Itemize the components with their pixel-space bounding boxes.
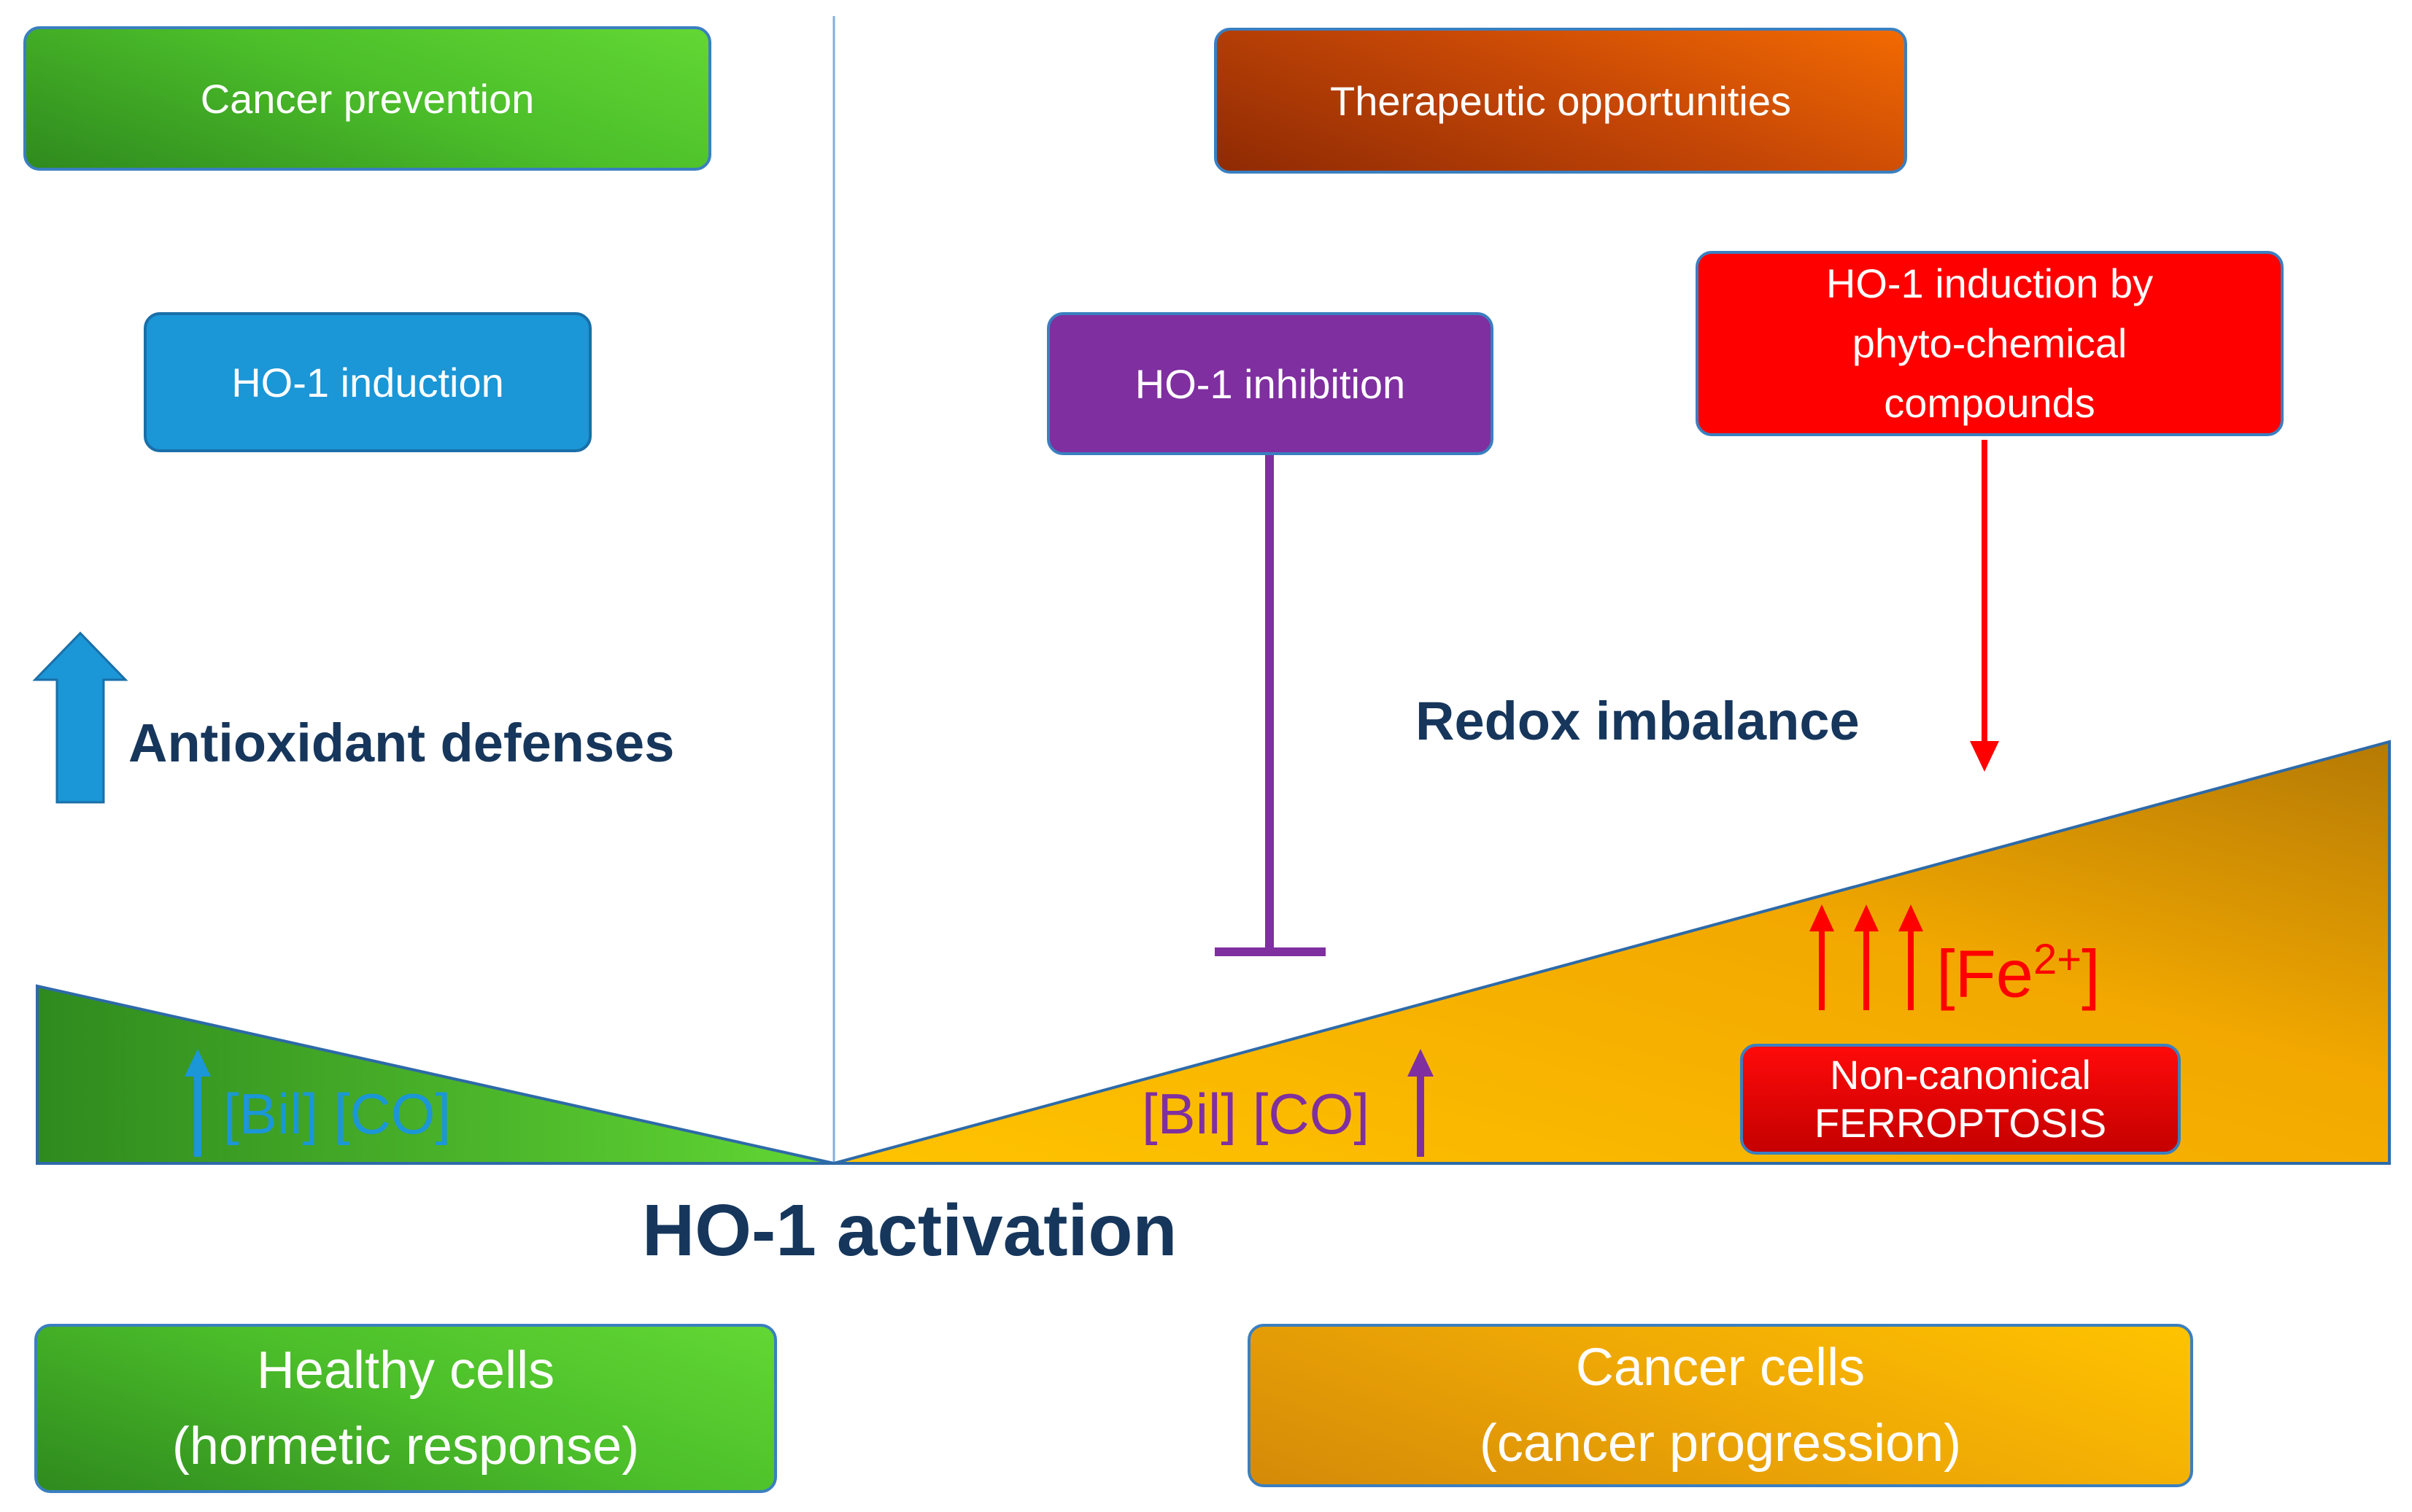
healthy-cells-title: Healthy cells: [256, 1341, 555, 1400]
antioxidant-up-arrow-icon: [32, 631, 128, 804]
cancer-cells-box: Cancer cells (cancer progression): [1248, 1324, 2193, 1487]
cancer-cells-title: Cancer cells: [1575, 1338, 1866, 1397]
bil-co-cancer-label: [Bil] [CO]: [1142, 1082, 1370, 1146]
ho1-phyto-line-1: HO-1 induction by: [1825, 260, 2154, 306]
fe2-concentration-label: [Fe2+]: [1936, 935, 2100, 1013]
therapeutic-opportunities-box: Therapeutic opportunities: [1214, 28, 1907, 174]
cancer-prevention-box: Cancer prevention: [23, 26, 711, 171]
ho1-induction-box: HO-1 induction: [144, 312, 592, 452]
healthy-cells-subtitle: (hormetic response): [171, 1417, 640, 1476]
healthy-activation-wedge: [36, 984, 835, 1165]
ferroptosis-line-1: Non-canonical: [1830, 1052, 2091, 1098]
phyto-down-arrow-icon: [1970, 741, 1999, 772]
bil-co-up-arrow-icon-cancer: [1407, 1049, 1434, 1077]
ho1-inhibition-box: HO-1 inhibition: [1047, 312, 1493, 455]
ho1-inhibition-label: HO-1 inhibition: [1135, 360, 1406, 407]
ho1-phyto-line-2: phyto-chemical: [1852, 320, 2127, 366]
fe-close: ]: [2081, 937, 2100, 1012]
healthy-cells-box: Healthy cells (hormetic response): [34, 1324, 777, 1493]
ho1-phyto-induction-box: HO-1 induction by phyto-chemical compoun…: [1696, 251, 2284, 436]
bil-co-up-arrow-icon-healthy: [185, 1049, 211, 1077]
fe-superscript: 2+: [2033, 936, 2082, 983]
cancer-cells-subtitle: (cancer progression): [1479, 1414, 1962, 1473]
cancer-prevention-label: Cancer prevention: [200, 75, 535, 122]
bil-co-healthy-label: [Bil] [CO]: [223, 1082, 452, 1146]
antioxidant-defenses-label: Antioxidant defenses: [128, 713, 675, 773]
ferroptosis-line-2: FERROPTOSIS: [1814, 1100, 2107, 1146]
ho1-induction-label: HO-1 induction: [231, 359, 504, 406]
fe-up-arrows-icon: [1809, 904, 1923, 1010]
therapeutic-opportunities-label: Therapeutic opportunities: [1330, 77, 1791, 124]
fe-base: [Fe: [1936, 937, 2033, 1012]
ho1-activation-label: HO-1 activation: [642, 1190, 1178, 1271]
ho1-phyto-line-3: compounds: [1884, 380, 2095, 426]
redox-imbalance-label: Redox imbalance: [1415, 691, 1860, 751]
ferroptosis-box: Non-canonical FERROPTOSIS: [1740, 1044, 2181, 1155]
